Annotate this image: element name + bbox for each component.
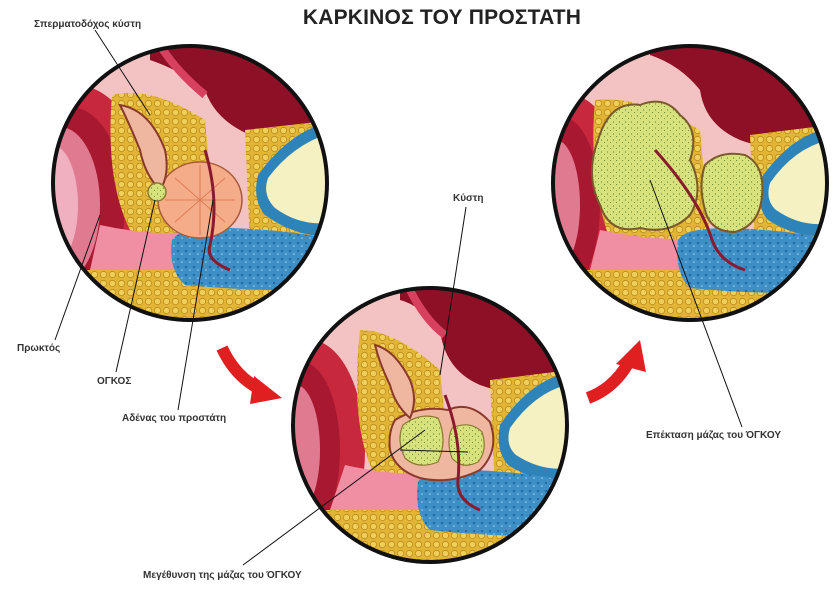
page-title: ΚΑΡΚΙΝΟΣ ΤΟΥ ΠΡΟΣΤΑΤΗ — [262, 6, 622, 30]
arrow-left-to-middle — [222, 348, 282, 404]
label-seminal-vesicle: Σπερματοδόχος κύστη — [34, 19, 141, 30]
anatomy-circle-middle — [255, 285, 570, 565]
label-bladder: Κύστη — [453, 193, 483, 204]
label-tumor: ΟΓΚΟΣ — [97, 376, 131, 387]
label-tumor-enlargement: Μεγέθυνση της μάζας του ΌΓΚΟΥ — [143, 570, 302, 581]
label-rectum: Πρωκτός — [17, 343, 60, 354]
arrow-middle-to-right — [588, 340, 646, 398]
label-prostate-gland: Αδένας του προστάτη — [122, 413, 226, 424]
label-tumor-extension: Επέκταση μάζας του ΌΓΚΟΥ — [646, 430, 781, 441]
